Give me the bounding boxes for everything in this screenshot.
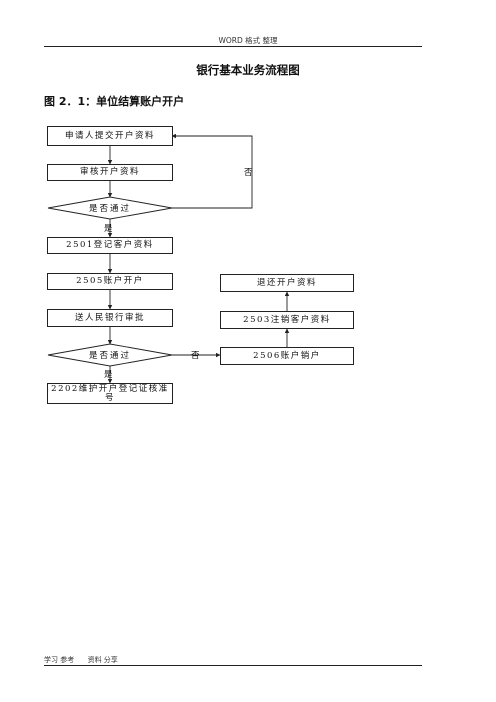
- figure-caption: 图 2．1：单位结算账户开户: [44, 95, 185, 108]
- page-footer: 学习 参考 资料 分享: [44, 656, 118, 664]
- decision2-yes-label: 是: [104, 370, 114, 380]
- decision1-yes-label: 是: [104, 224, 114, 234]
- step-review-documents: 审核开户资料: [47, 164, 173, 181]
- header-divider: [44, 46, 422, 47]
- decision2-label: 是否通过: [88, 351, 131, 361]
- page-header: WORD 格式 整理: [218, 36, 278, 45]
- step-close-account: 2506账户销户: [220, 347, 354, 365]
- decision1-diamond: [47, 196, 173, 220]
- step-submit-documents: 申请人提交开户资料: [47, 126, 173, 146]
- decision2-no-label: 否: [191, 351, 201, 361]
- decision1-no-label: 否: [244, 168, 254, 178]
- step-pboc-approval: 送人民银行审批: [47, 309, 173, 327]
- step-cancel-client: 2503注销客户资料: [220, 311, 354, 329]
- step-register-client: 2501登记客户资料: [47, 237, 173, 254]
- footer-divider: [44, 665, 422, 666]
- step-open-account: 2505账户开户: [47, 273, 173, 290]
- document-title: 银行基本业务流程图: [196, 63, 300, 77]
- step-return-documents: 退还开户资料: [220, 274, 354, 292]
- step-maintain-license: 2202维护开户登记证核准号: [47, 383, 173, 404]
- arrow-decision1-no: [171, 133, 253, 209]
- decision1-label: 是否通过: [88, 204, 131, 214]
- decision2-diamond: [47, 343, 173, 367]
